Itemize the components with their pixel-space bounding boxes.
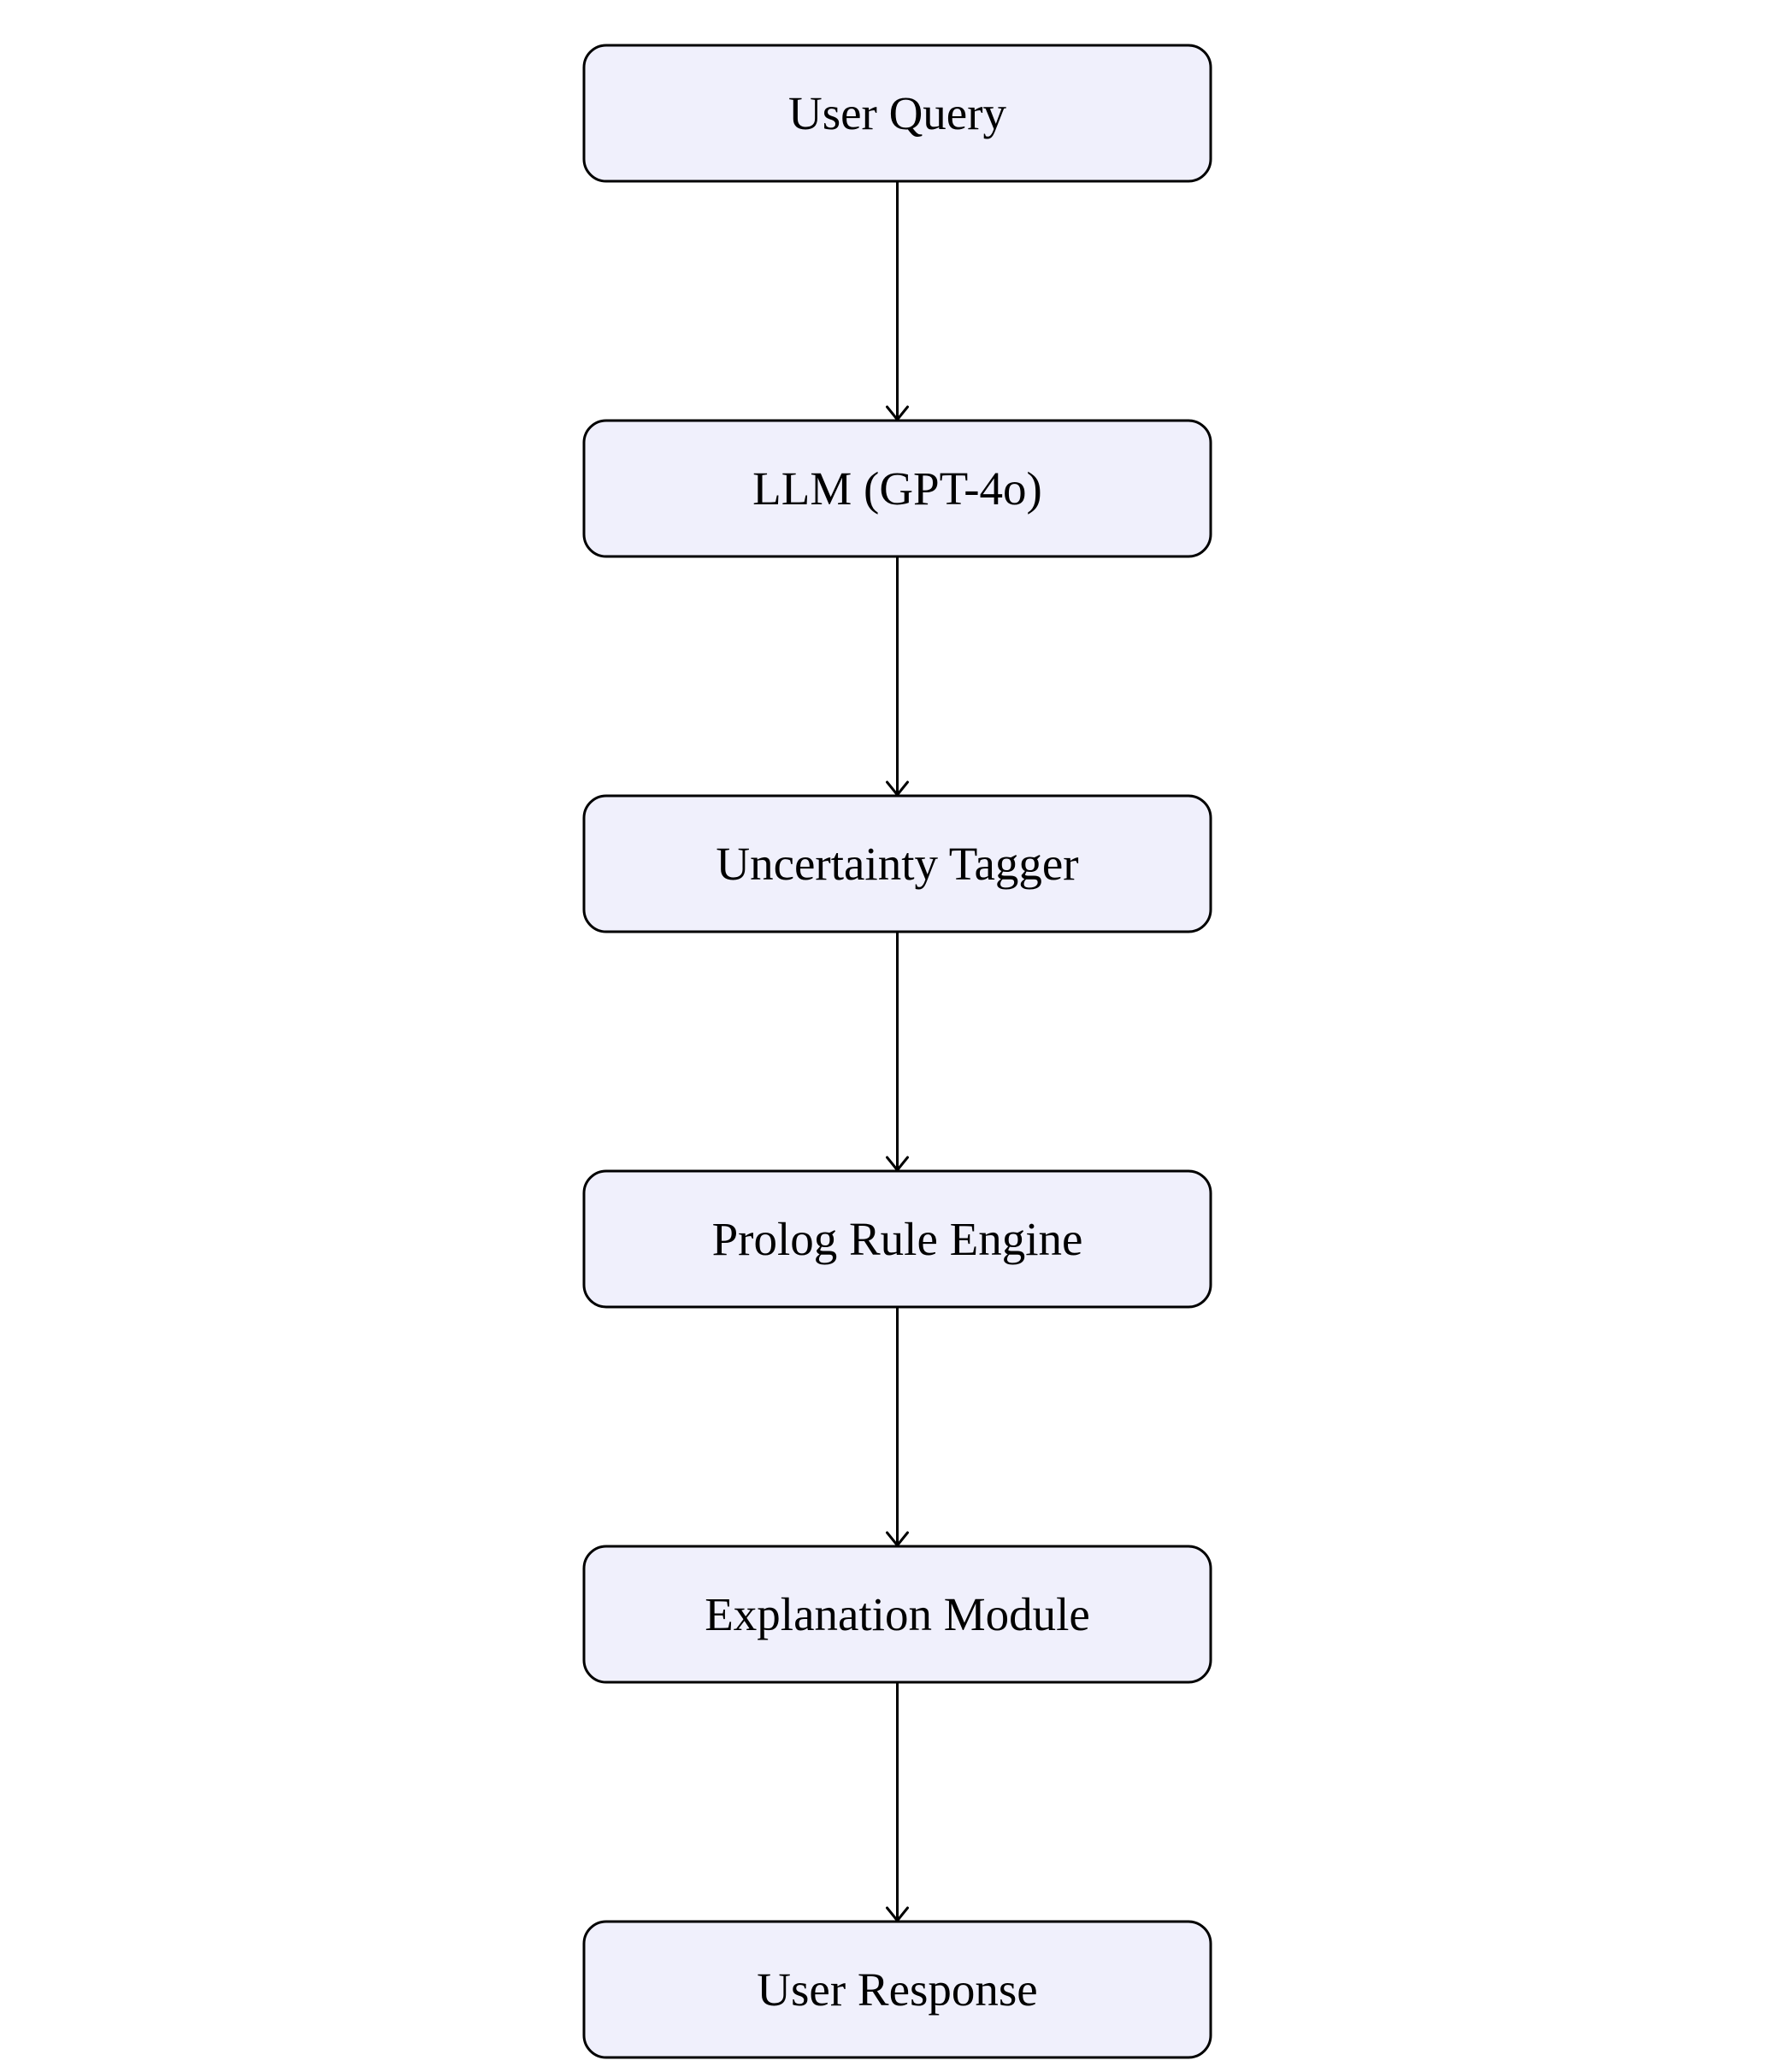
- node-label: User Response: [757, 1963, 1037, 2016]
- arrow-prolog-rule-engine-to-explanation-module: [886, 1307, 909, 1547]
- arrow-uncertainty-tagger-to-prolog-rule-engine: [886, 932, 909, 1172]
- node-label: Explanation Module: [705, 1588, 1090, 1640]
- node-box: [582, 44, 1212, 183]
- node-explanation-module: Explanation Module: [582, 1545, 1212, 1684]
- arrow-llm-to-uncertainty-tagger: [886, 556, 909, 797]
- node-box: [582, 1920, 1212, 2059]
- node-box: [582, 419, 1212, 558]
- node-user-query: User Query: [582, 44, 1212, 183]
- arrow-explanation-module-to-user-response: [886, 1682, 909, 1922]
- node-box: [582, 1545, 1212, 1684]
- node-label: LLM (GPT-4o): [752, 462, 1042, 515]
- node-box: [582, 1169, 1212, 1309]
- node-box: [582, 794, 1212, 933]
- node-user-response: User Response: [582, 1920, 1212, 2059]
- node-uncertainty-tagger: Uncertainty Tagger: [582, 794, 1212, 933]
- edges-layer: [886, 181, 909, 1922]
- node-label: Prolog Rule Engine: [712, 1213, 1083, 1265]
- arrow-user-query-to-llm: [886, 181, 909, 421]
- node-label: Uncertainty Tagger: [716, 838, 1078, 890]
- node-prolog-rule-engine: Prolog Rule Engine: [582, 1169, 1212, 1309]
- node-llm: LLM (GPT-4o): [582, 419, 1212, 558]
- node-label: User Query: [788, 87, 1007, 139]
